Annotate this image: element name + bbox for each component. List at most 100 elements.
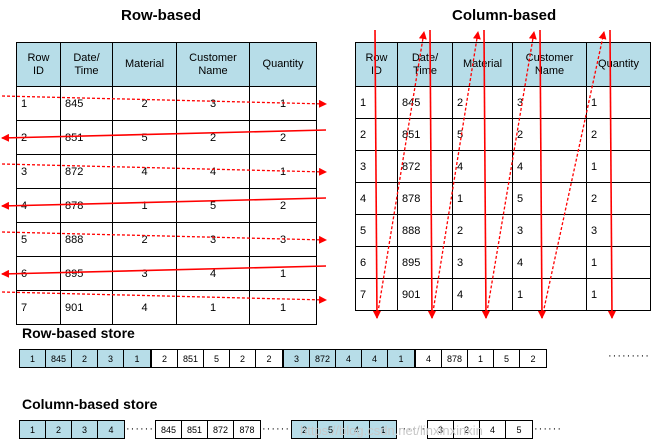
cell-quantity: 2 [249,188,317,223]
column-store-cell: 4 [480,421,506,438]
cell-material: 5 [452,118,513,151]
cell-quantity: 2 [586,182,651,215]
column-store-cell: 2 [454,421,480,438]
cell-customer-name: 1 [512,278,587,311]
cell-customer-name: 5 [176,188,250,223]
cell-customer-name: 5 [512,182,587,215]
row-store-cell: 5 [494,350,520,367]
row-store-cell: 4 [336,350,362,367]
row-store-cell: 4 [416,350,442,367]
cell-date-time: 888 [60,222,113,257]
row-based-title: Row-based [121,7,202,24]
column-store-cell: 845 [156,421,182,438]
column-store-gap-dots: ······ [126,423,154,435]
cell-row-id: 1 [355,86,398,119]
row-store-cell: 851 [178,350,204,367]
column-store-cell: 878 [234,421,260,438]
column-store-cell: 4 [344,421,370,438]
cell-material: 2 [112,86,177,121]
cell-date-time: 901 [60,290,113,325]
header-material: Material [452,42,513,87]
cell-date-time: 845 [60,86,113,121]
cell-customer-name: 3 [512,86,587,119]
cell-material: 1 [452,182,513,215]
cell-row-id: 6 [355,246,398,279]
cell-material: 1 [112,188,177,223]
cell-row-id: 7 [355,278,398,311]
header-material: Material [112,42,177,87]
cell-material: 2 [452,86,513,119]
row-store-ellipsis: ········· [608,350,650,362]
row-store-label: Row-based store [22,325,135,341]
cell-date-time: 845 [397,86,453,119]
cell-row-id: 6 [16,256,61,291]
cell-date-time: 851 [397,118,453,151]
header-quantity: Quantity [586,42,651,87]
column-based-title: Column-based [452,7,557,24]
cell-date-time: 895 [60,256,113,291]
cell-customer-name: 2 [512,118,587,151]
cell-row-id: 5 [16,222,61,257]
column-store-cell: 5 [318,421,344,438]
cell-quantity: 1 [249,86,317,121]
cell-row-id: 3 [16,154,61,189]
cell-quantity: 1 [586,246,651,279]
row-store-cell: 1 [20,350,46,367]
cell-customer-name: 4 [512,150,587,183]
row-store-cell: 4 [362,350,388,367]
cell-customer-name: 2 [176,120,250,155]
cell-customer-name: 3 [176,222,250,257]
cell-row-id: 2 [16,120,61,155]
row-store-cell: 2 [256,350,282,367]
row-store-cell: 1 [388,350,414,367]
cell-date-time: 878 [60,188,113,223]
cell-date-time: 851 [60,120,113,155]
cell-date-time: 895 [397,246,453,279]
row-store-cell: 878 [442,350,468,367]
column-store-cell: 1 [20,421,46,438]
cell-row-id: 5 [355,214,398,247]
cell-material: 4 [452,278,513,311]
column-store-cell: 3 [428,421,454,438]
row-store-cell: 3 [98,350,124,367]
cell-material: 3 [112,256,177,291]
row-store-cell: 845 [46,350,72,367]
row-store-cell: 5 [204,350,230,367]
cell-quantity: 1 [249,256,317,291]
column-store-gap-dots: ······ [262,423,290,435]
cell-row-id: 4 [16,188,61,223]
cell-quantity: 3 [249,222,317,257]
column-store-cell: 2 [292,421,318,438]
cell-quantity: 1 [586,278,651,311]
cell-date-time: 872 [60,154,113,189]
column-store-gap-dots: ······ [398,423,426,435]
cell-material: 5 [112,120,177,155]
cell-customer-name: 4 [176,154,250,189]
row-store-cell: 2 [72,350,98,367]
column-store-cell: 5 [506,421,532,438]
cell-quantity: 2 [249,120,317,155]
cell-material: 4 [112,154,177,189]
header-date-time: Date/Time [60,42,113,87]
row-store-cell: 2 [230,350,256,367]
cell-date-time: 878 [397,182,453,215]
cell-quantity: 1 [586,86,651,119]
